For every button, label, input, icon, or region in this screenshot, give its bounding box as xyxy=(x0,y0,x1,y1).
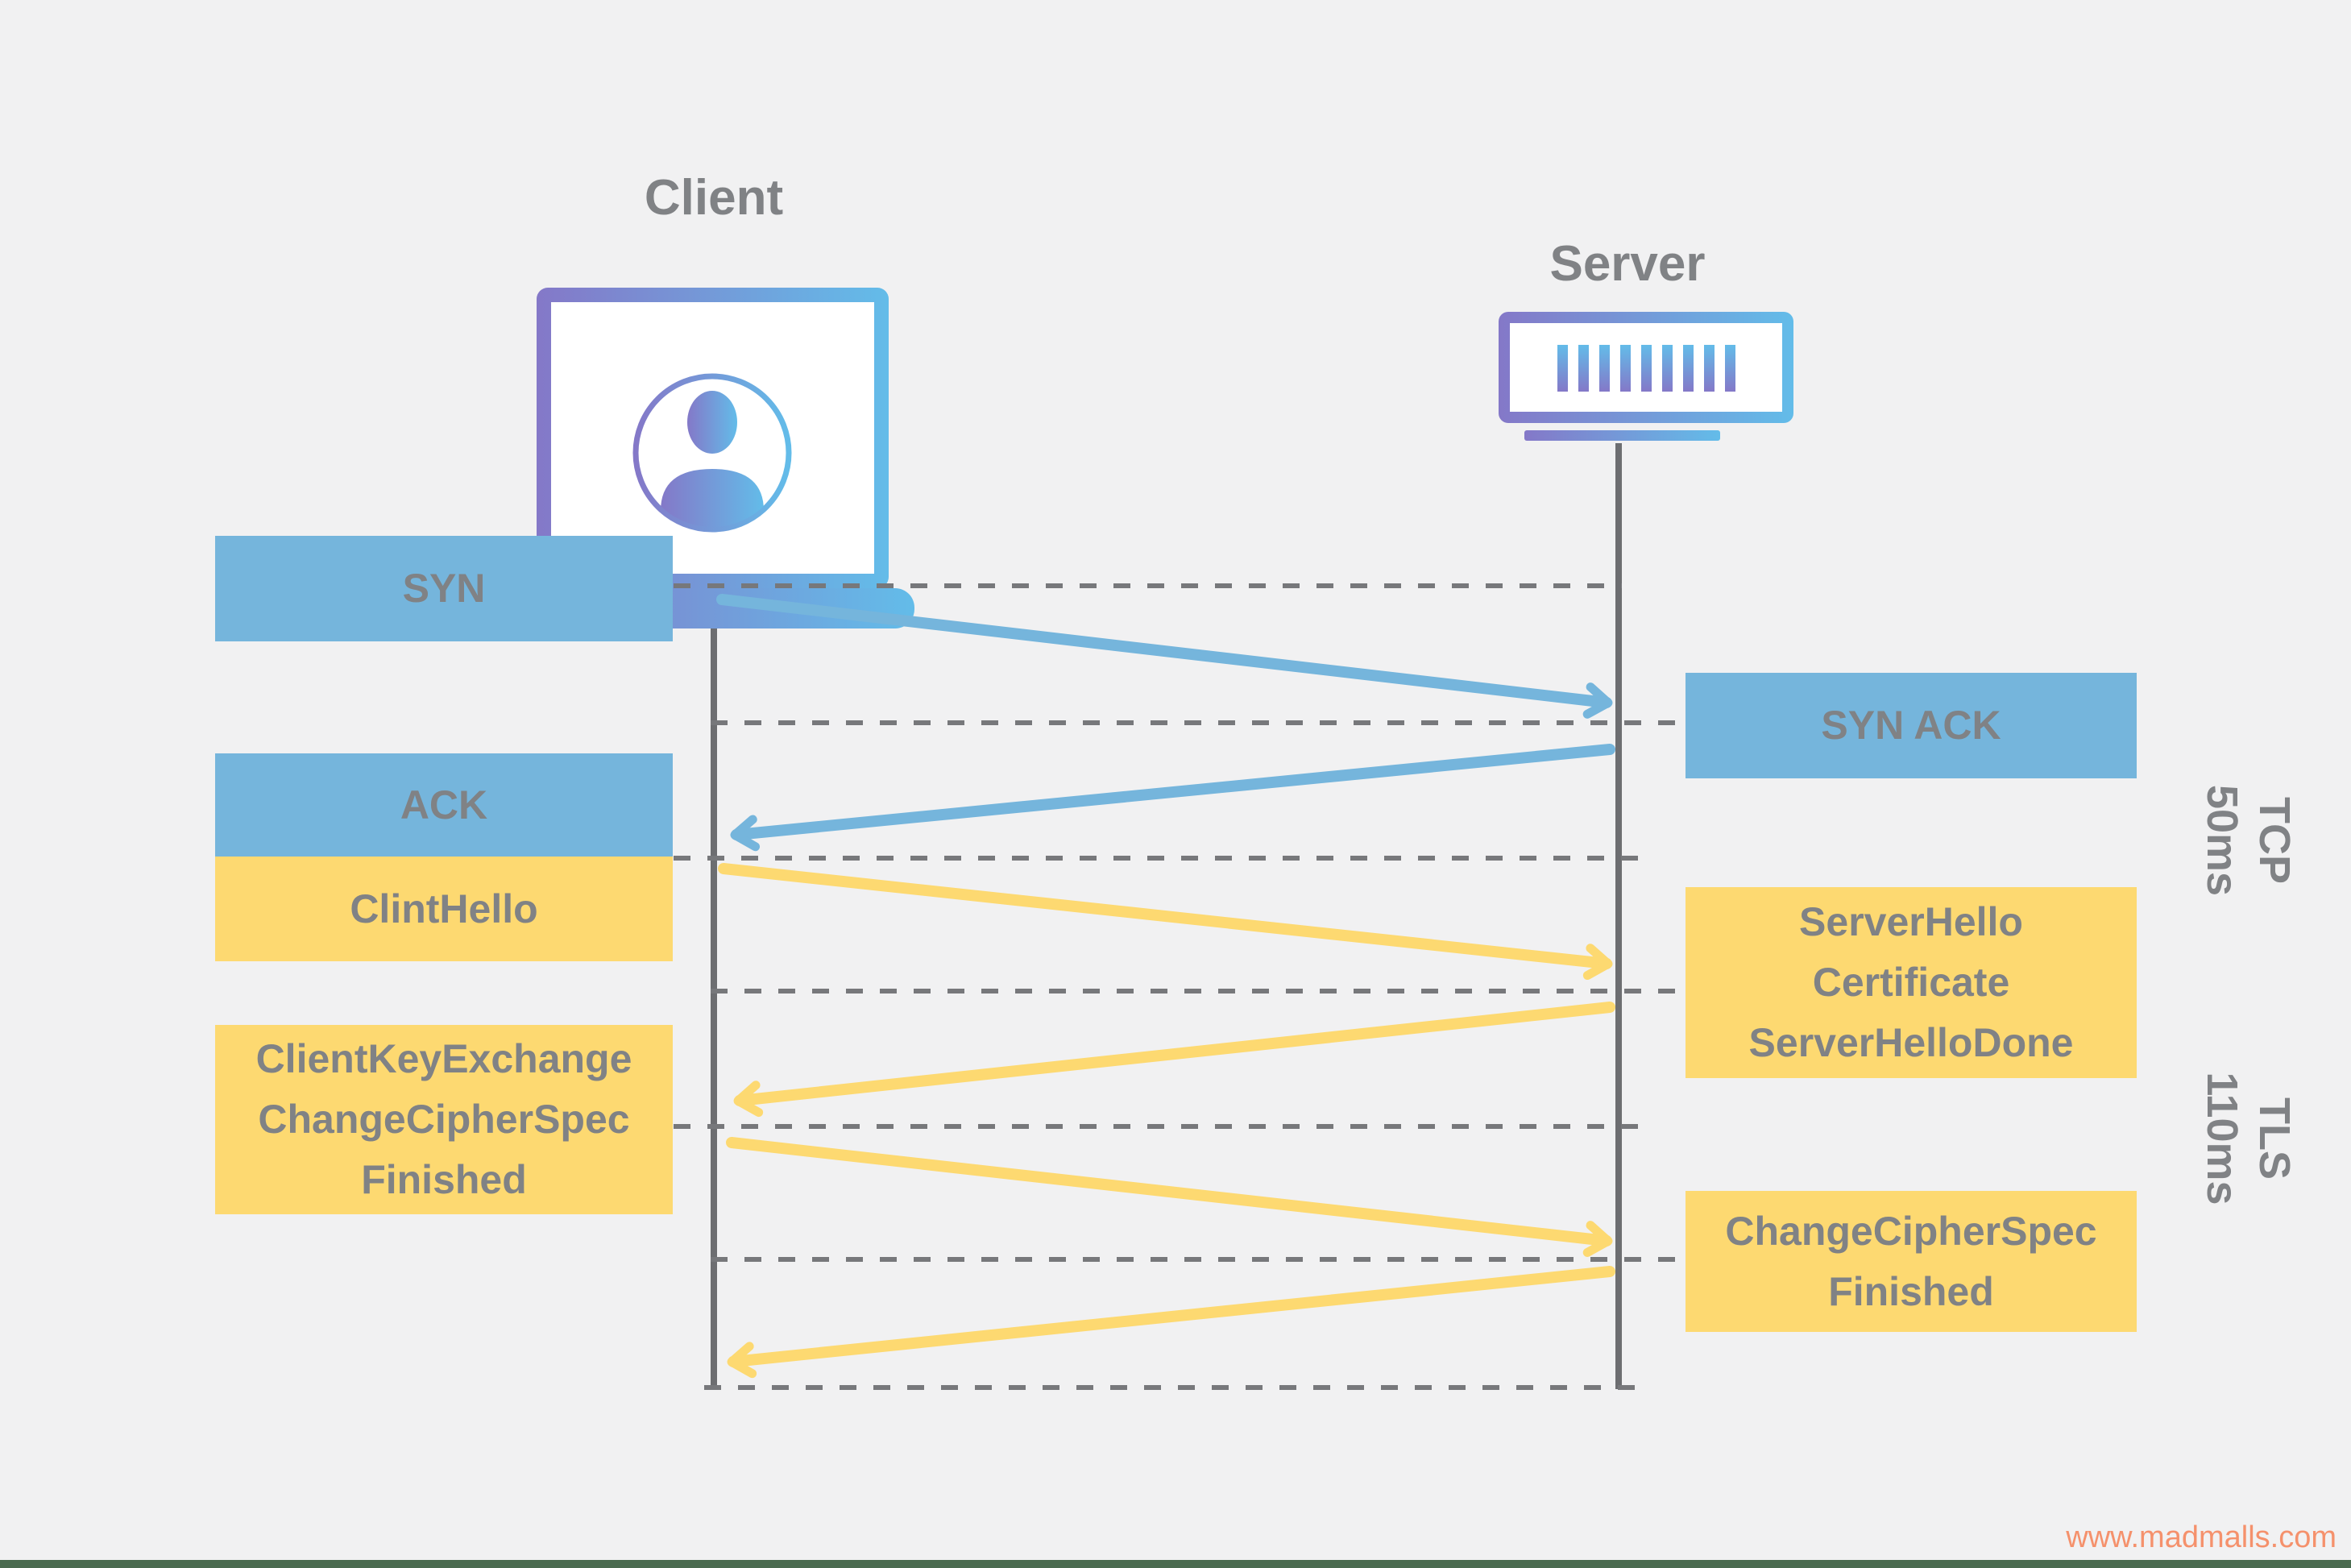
arrow-change-cipher-spec xyxy=(727,1266,1615,1379)
arrow-client-key-exchange xyxy=(726,1137,1613,1257)
message-box-server-hello: ServerHello Certificate ServerHelloDone xyxy=(1686,887,2137,1078)
phase-label-tls: TLS 110ms xyxy=(2198,1072,2299,1205)
phase-label-tcp: TCP 50ms xyxy=(2198,784,2299,897)
message-box-client-key-exchange: ClientKeyExchange ChangeCipherSpec Finis… xyxy=(215,1025,673,1214)
server-title: Server xyxy=(1549,236,1706,292)
server-icon xyxy=(1499,312,1793,441)
message-box-clint-hello: ClintHello xyxy=(215,857,673,961)
arrow-server-hello xyxy=(733,1002,1615,1118)
message-box-syn: SYN xyxy=(215,536,673,641)
arrow-syn xyxy=(716,594,1613,719)
message-box-change-cipher-spec: ChangeCipherSpec Finished xyxy=(1686,1191,2137,1332)
watermark-url: www.madmalls.com xyxy=(2066,1520,2336,1554)
message-box-syn-ack: SYN ACK xyxy=(1686,673,2137,778)
client-title: Client xyxy=(644,170,784,226)
arrow-ack-client-hello xyxy=(718,863,1613,981)
arrow-syn-ack xyxy=(730,744,1615,852)
message-box-ack: ACK xyxy=(215,753,673,857)
footer-bar xyxy=(0,1560,2351,1568)
